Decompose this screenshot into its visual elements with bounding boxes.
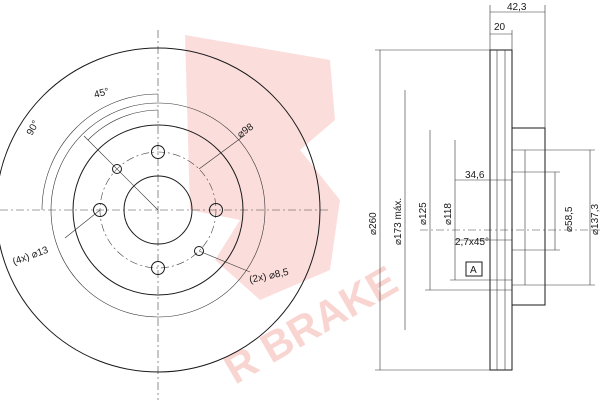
hub-section: [512, 127, 546, 306]
threaded-hole: [194, 246, 204, 256]
od-label: ⌀260: [368, 212, 379, 235]
datum-label: A: [470, 265, 477, 276]
watermark-logo-shape: [185, 35, 340, 300]
overall-width-label: 42,3: [507, 2, 527, 13]
hub-depth-label: 34,6: [465, 170, 485, 181]
bolt-holes-label: (4x) ⌀13: [11, 245, 50, 268]
disc-section-body: [489, 49, 513, 371]
datum-box: [465, 261, 483, 277]
max-wear-label: ⌀173 máx.: [393, 198, 404, 245]
center-bore: [123, 175, 193, 245]
angle-90-label: 90°: [25, 119, 42, 138]
disc-outer-edge: [0, 47, 321, 373]
hub-width-label: 20: [494, 22, 506, 33]
friction-inner-edge: [50, 102, 266, 318]
threaded-hole: [112, 164, 122, 174]
d118-label: ⌀118: [443, 203, 454, 225]
hub-outer-edge: [72, 124, 244, 296]
bolt-hole: [151, 145, 165, 159]
bolt-hole: [151, 261, 165, 275]
bore-label: ⌀58,5: [564, 206, 575, 232]
bolt-hole: [93, 203, 107, 217]
section-view: 42,3 20 ⌀260 ⌀173 máx. ⌀125 ⌀118 34,6 2,…: [368, 2, 600, 371]
angle-45-label: 45°: [93, 86, 110, 101]
d125-label: ⌀125: [418, 202, 429, 225]
chamfer-label: 2,7x45°: [455, 237, 489, 248]
bolt-hole: [209, 203, 223, 217]
d137-label: ⌀137,3: [590, 204, 600, 235]
